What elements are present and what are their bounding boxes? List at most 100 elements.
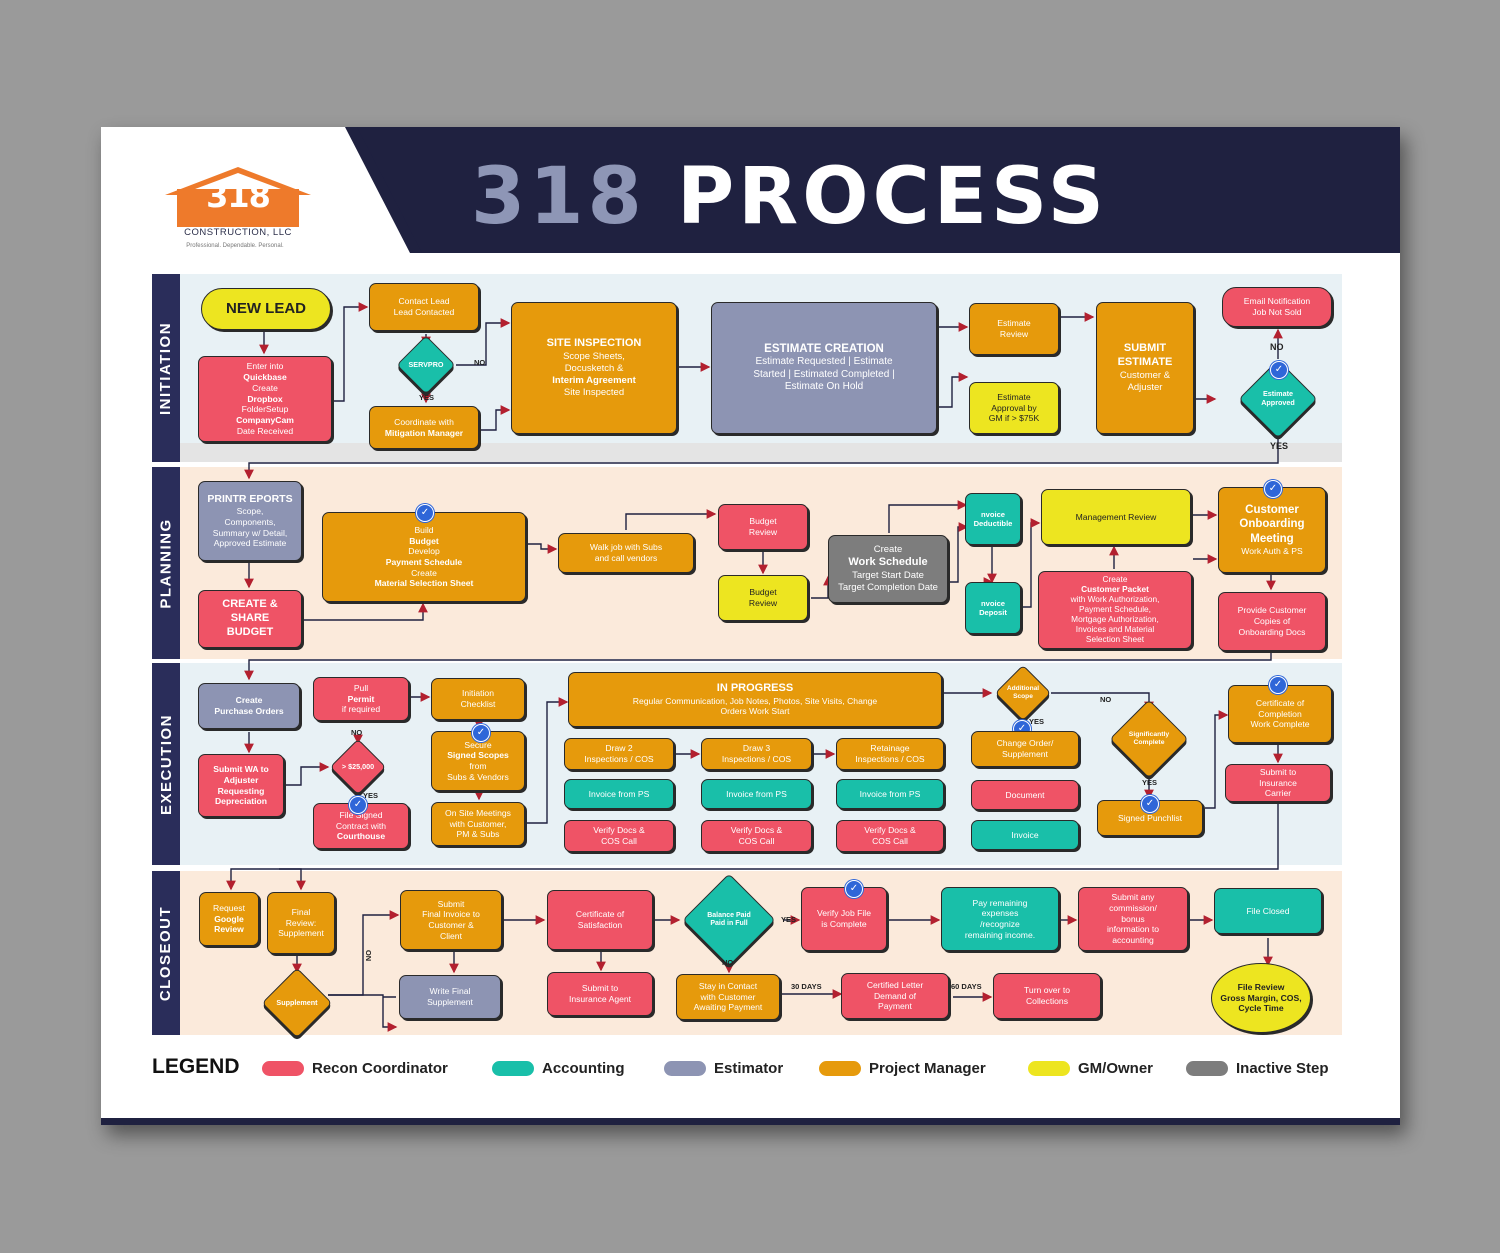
balance-no-label: NO	[722, 958, 734, 967]
legend-title: LEGEND	[152, 1055, 240, 1078]
lane-label-planning: PLANNING	[152, 467, 180, 659]
title-number: 318	[471, 152, 646, 242]
balance-yes-label: YES	[781, 915, 797, 924]
document-node: Document	[971, 780, 1079, 810]
house-roof-icon	[165, 167, 311, 227]
process-poster: 318 PROCESS 318 CONSTRUCTION, LLC Profes…	[101, 127, 1400, 1125]
approved-no-label: NO	[1270, 342, 1284, 352]
checkmark-icon: ✓	[1270, 361, 1288, 379]
thirty-days-label: 30 DAYS	[791, 982, 822, 991]
legend-item-gm-owner: GM/Owner	[1028, 1058, 1153, 1078]
checkmark-icon: ✓	[416, 504, 434, 522]
change-order-node: Change Order/Supplement	[971, 731, 1079, 767]
logo-number: 318	[206, 177, 271, 215]
lane-label-initiation: INITIATION	[152, 274, 180, 462]
checkmark-icon: ✓	[1269, 676, 1287, 694]
additional-scope-no-label: NO	[1100, 695, 1112, 704]
verify-docs-1-node: Verify Docs &COS Call	[564, 820, 674, 852]
new-lead-node: NEW LEAD	[201, 288, 331, 330]
management-review-node: Management Review	[1041, 489, 1191, 545]
checkmark-icon: ✓	[472, 724, 490, 742]
supplement-no-label: NO	[364, 949, 374, 962]
verify-docs-3-node: Verify Docs &COS Call	[836, 820, 944, 852]
company-logo: 318 CONSTRUCTION, LLC Professional. Depe…	[163, 165, 313, 257]
poster-bottom-rule	[101, 1118, 1400, 1125]
servpro-no-label: NO	[474, 358, 486, 367]
logo-name: CONSTRUCTION, LLC	[184, 227, 292, 238]
file-closed-node: File Closed	[1214, 888, 1322, 934]
threshold-no-label: NO	[351, 728, 363, 737]
invoice-from-ps-1-node: Invoice from PS	[564, 779, 674, 809]
invoice-node: Invoice	[971, 820, 1079, 850]
title-word: PROCESS	[676, 152, 1108, 242]
checkmark-icon: ✓	[349, 796, 367, 814]
approved-yes-label: YES	[1270, 441, 1289, 451]
significantly-complete-yes-label: YES	[1142, 778, 1158, 787]
legend-item-accounting: Accounting	[492, 1058, 625, 1078]
logo-tagline: Professional. Dependable. Personal.	[186, 243, 284, 249]
legend-item-recon-coordinator: Recon Coordinator	[262, 1058, 448, 1078]
legend: LEGEND Recon Coordinator Accounting Esti…	[152, 1053, 1352, 1083]
invoice-from-ps-3-node: Invoice from PS	[836, 779, 944, 809]
checkmark-icon: ✓	[1264, 480, 1282, 498]
checkmark-icon: ✓	[845, 880, 863, 898]
sixty-days-label: 60 DAYS	[951, 982, 982, 991]
legend-item-project-manager: Project Manager	[819, 1058, 986, 1078]
lane-label-closeout: CLOSEOUT	[152, 871, 180, 1035]
title-band	[345, 127, 1400, 253]
lane-label-execution: EXECUTION	[152, 663, 180, 865]
checkmark-icon: ✓	[1141, 795, 1159, 813]
servpro-yes-label: YES	[419, 393, 435, 402]
signed-punchlist-node: Signed Punchlist	[1097, 800, 1203, 836]
invoice-from-ps-2-node: Invoice from PS	[701, 779, 812, 809]
verify-docs-2-node: Verify Docs &COS Call	[701, 820, 812, 852]
page-title: 318 PROCESS	[471, 157, 1331, 237]
threshold-yes-label: YES	[363, 791, 379, 800]
flow-connectors	[226, 302, 1283, 1125]
